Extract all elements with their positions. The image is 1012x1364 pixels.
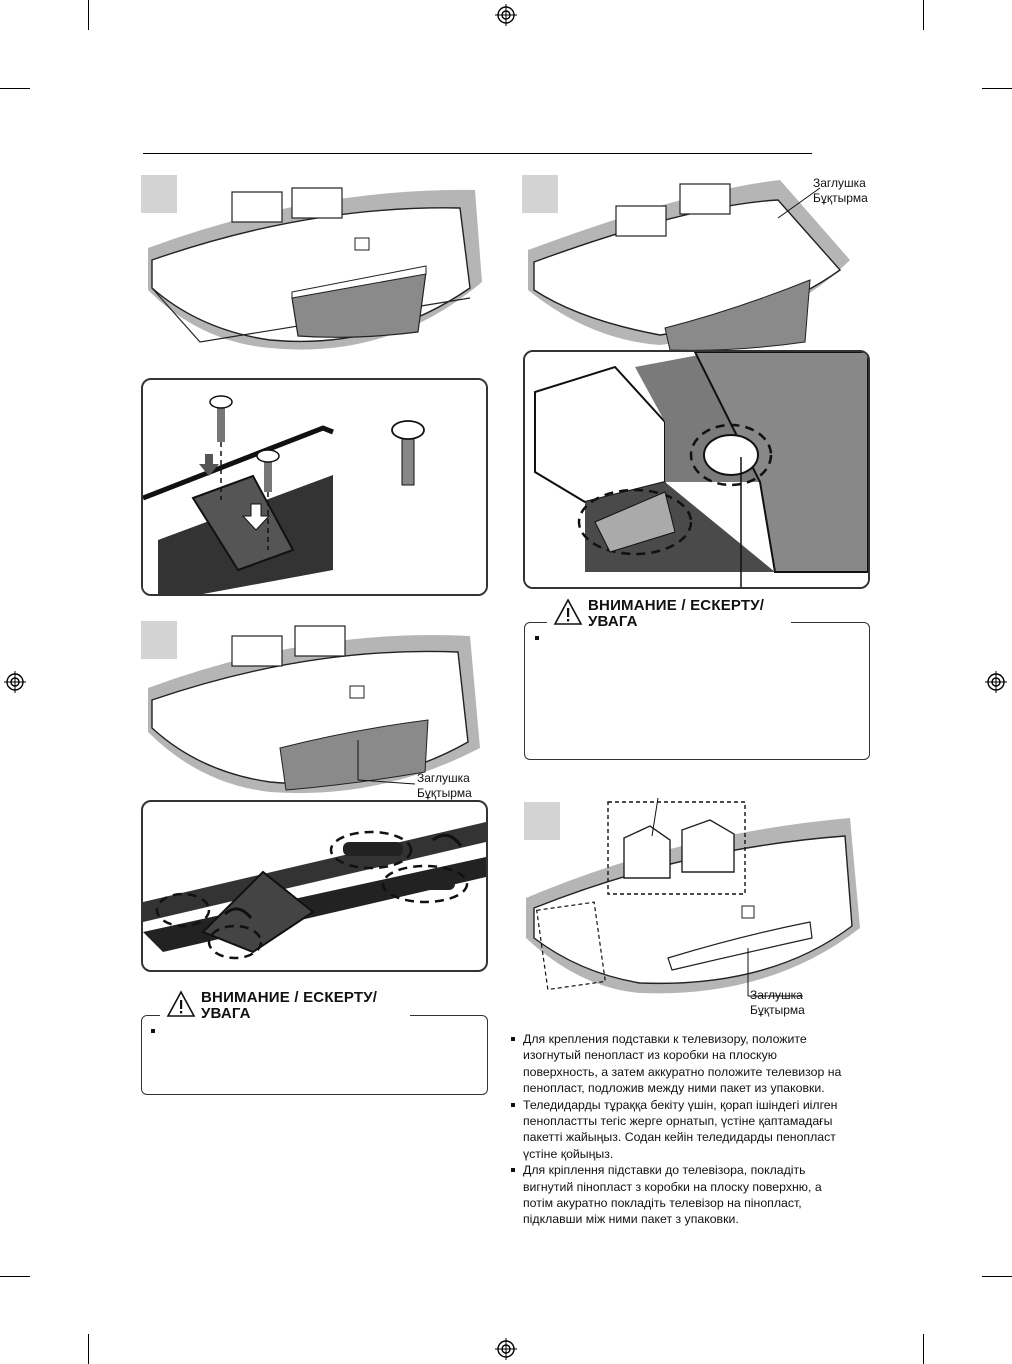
crop-mark	[88, 1334, 89, 1364]
warning-triangle-icon	[553, 598, 583, 625]
caution-header: ВНИМАНИЕ / ЕСКЕРТУ/ УВАГА	[160, 990, 410, 1024]
registration-mark-icon	[495, 1338, 517, 1360]
crop-mark	[923, 1334, 924, 1364]
caution-box-right	[524, 622, 870, 760]
header-rule	[143, 153, 812, 154]
registration-mark-icon	[495, 4, 517, 26]
crop-mark	[0, 88, 30, 89]
tv-back-illustration	[528, 180, 850, 350]
step-number-box	[522, 175, 558, 213]
warning-triangle-icon	[166, 990, 196, 1017]
note-item: Для кріплення підставки до телевізора, п…	[510, 1162, 850, 1228]
step-number-box	[141, 175, 177, 213]
crop-mark	[923, 0, 924, 30]
registration-mark-icon	[4, 671, 26, 693]
tv-on-foam-illustration	[526, 798, 860, 997]
note-item: Для крепления подставки к телевизору, по…	[510, 1031, 850, 1097]
tv-back-illustration	[148, 625, 480, 794]
caution-title: ВНИМАНИЕ / ЕСКЕРТУ/	[588, 597, 765, 614]
step-number-box	[141, 621, 177, 659]
caution-title: УВАГА	[588, 613, 638, 630]
crop-mark	[0, 1276, 30, 1277]
caution-title: УВАГА	[201, 1005, 251, 1022]
screw-icon	[391, 420, 425, 486]
crop-mark	[982, 88, 1012, 89]
crop-mark	[88, 0, 89, 30]
screw-icon	[256, 449, 280, 492]
caution-box-left	[141, 1015, 488, 1095]
bullet	[535, 636, 539, 640]
bullet	[151, 1029, 155, 1033]
detail-panel-cover-clips	[141, 800, 488, 972]
tv-back-illustration	[148, 187, 482, 350]
screw-icon	[209, 395, 233, 442]
caution-title: ВНИМАНИЕ / ЕСКЕРТУ/	[201, 989, 378, 1006]
registration-mark-icon	[985, 671, 1007, 693]
detail-panel-screws	[141, 378, 488, 596]
caution-header: ВНИМАНИЕ / ЕСКЕРТУ/ УВАГА	[547, 598, 791, 632]
detail-panel-stand-hole	[523, 350, 870, 589]
step-number-box	[524, 802, 560, 840]
crop-mark	[982, 1276, 1012, 1277]
notes-list: Для крепления подставки к телевизору, по…	[510, 1031, 850, 1228]
note-item: Теледидарды тұраққа бекіту үшін, қорап і…	[510, 1097, 850, 1163]
